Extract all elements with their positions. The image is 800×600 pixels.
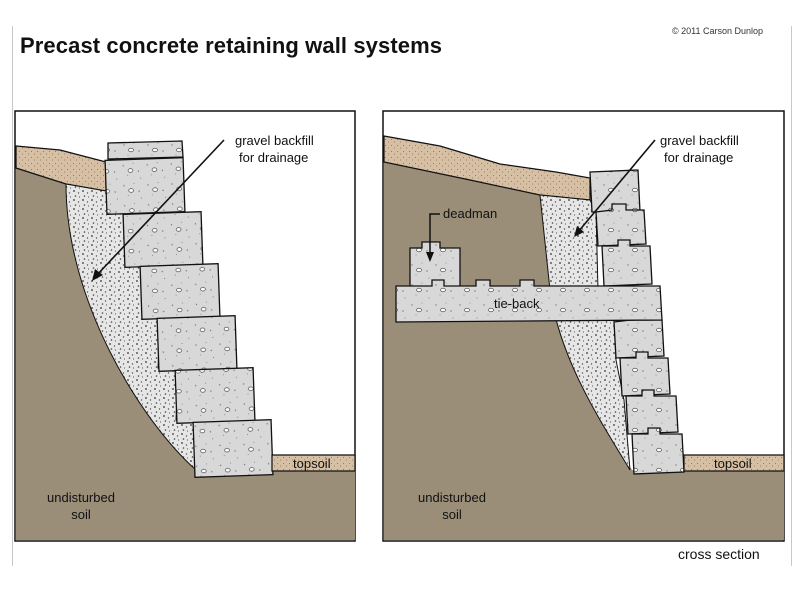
- right-wall-blocks: [589, 169, 685, 475]
- right-deadman-label: deadman: [443, 206, 497, 221]
- right-deadman-arrowhead: [426, 252, 434, 262]
- left-panel: gravel backfill for drainage topsoil und…: [14, 110, 356, 542]
- cross-section-caption: cross section: [678, 546, 760, 562]
- left-gravel-leader: [95, 139, 225, 277]
- left-soil-label-1: undisturbed: [47, 490, 115, 505]
- right-gravel-label-2: for drainage: [664, 150, 733, 165]
- left-gravel-label-2: for drainage: [239, 150, 308, 165]
- right-soil-mass: [384, 162, 784, 540]
- right-topsoil-label: topsoil: [714, 456, 752, 471]
- right-deadman-leader: [429, 213, 440, 256]
- left-block-4: [156, 314, 238, 373]
- right-panel: gravel backfill for drainage deadman tie…: [382, 110, 785, 542]
- right-block-7: [631, 427, 685, 475]
- right-topsoil-upper: [383, 135, 591, 201]
- left-block-5: [174, 366, 256, 425]
- left-wall-blocks: [104, 140, 274, 479]
- diagram-title: Precast concrete retaining wall systems: [20, 33, 443, 58]
- right-tieback-beam: [395, 279, 663, 323]
- right-topsoil-lower: [683, 454, 785, 472]
- left-gravel-arrowhead: [92, 269, 103, 281]
- right-block-2: [595, 203, 647, 247]
- right-tieback-label: tie-back: [494, 296, 540, 311]
- left-gravel-label-1: gravel backfill: [235, 133, 314, 148]
- right-gravel-leader: [577, 139, 656, 233]
- left-cap-block: [107, 140, 184, 160]
- left-topsoil-label: topsoil: [293, 456, 331, 471]
- right-soil-label-2: soil: [442, 507, 462, 522]
- left-block-3: [139, 262, 221, 321]
- copyright-notice: © 2011 Carson Dunlop: [672, 26, 764, 36]
- left-topsoil-lower: [271, 454, 356, 472]
- left-block-1: [104, 156, 186, 216]
- left-soil-label-2: soil: [71, 507, 91, 522]
- right-soil-label-1: undisturbed: [418, 490, 486, 505]
- right-block-6: [625, 389, 679, 435]
- right-block-5: [619, 351, 671, 397]
- right-block-3: [601, 239, 653, 287]
- page-frame: [12, 26, 792, 566]
- left-soil-mass: [16, 168, 355, 540]
- left-block-6: [192, 418, 274, 479]
- left-block-2: [122, 210, 204, 269]
- right-gravel-label-1: gravel backfill: [660, 133, 739, 148]
- right-gravel-arrowhead: [574, 226, 584, 237]
